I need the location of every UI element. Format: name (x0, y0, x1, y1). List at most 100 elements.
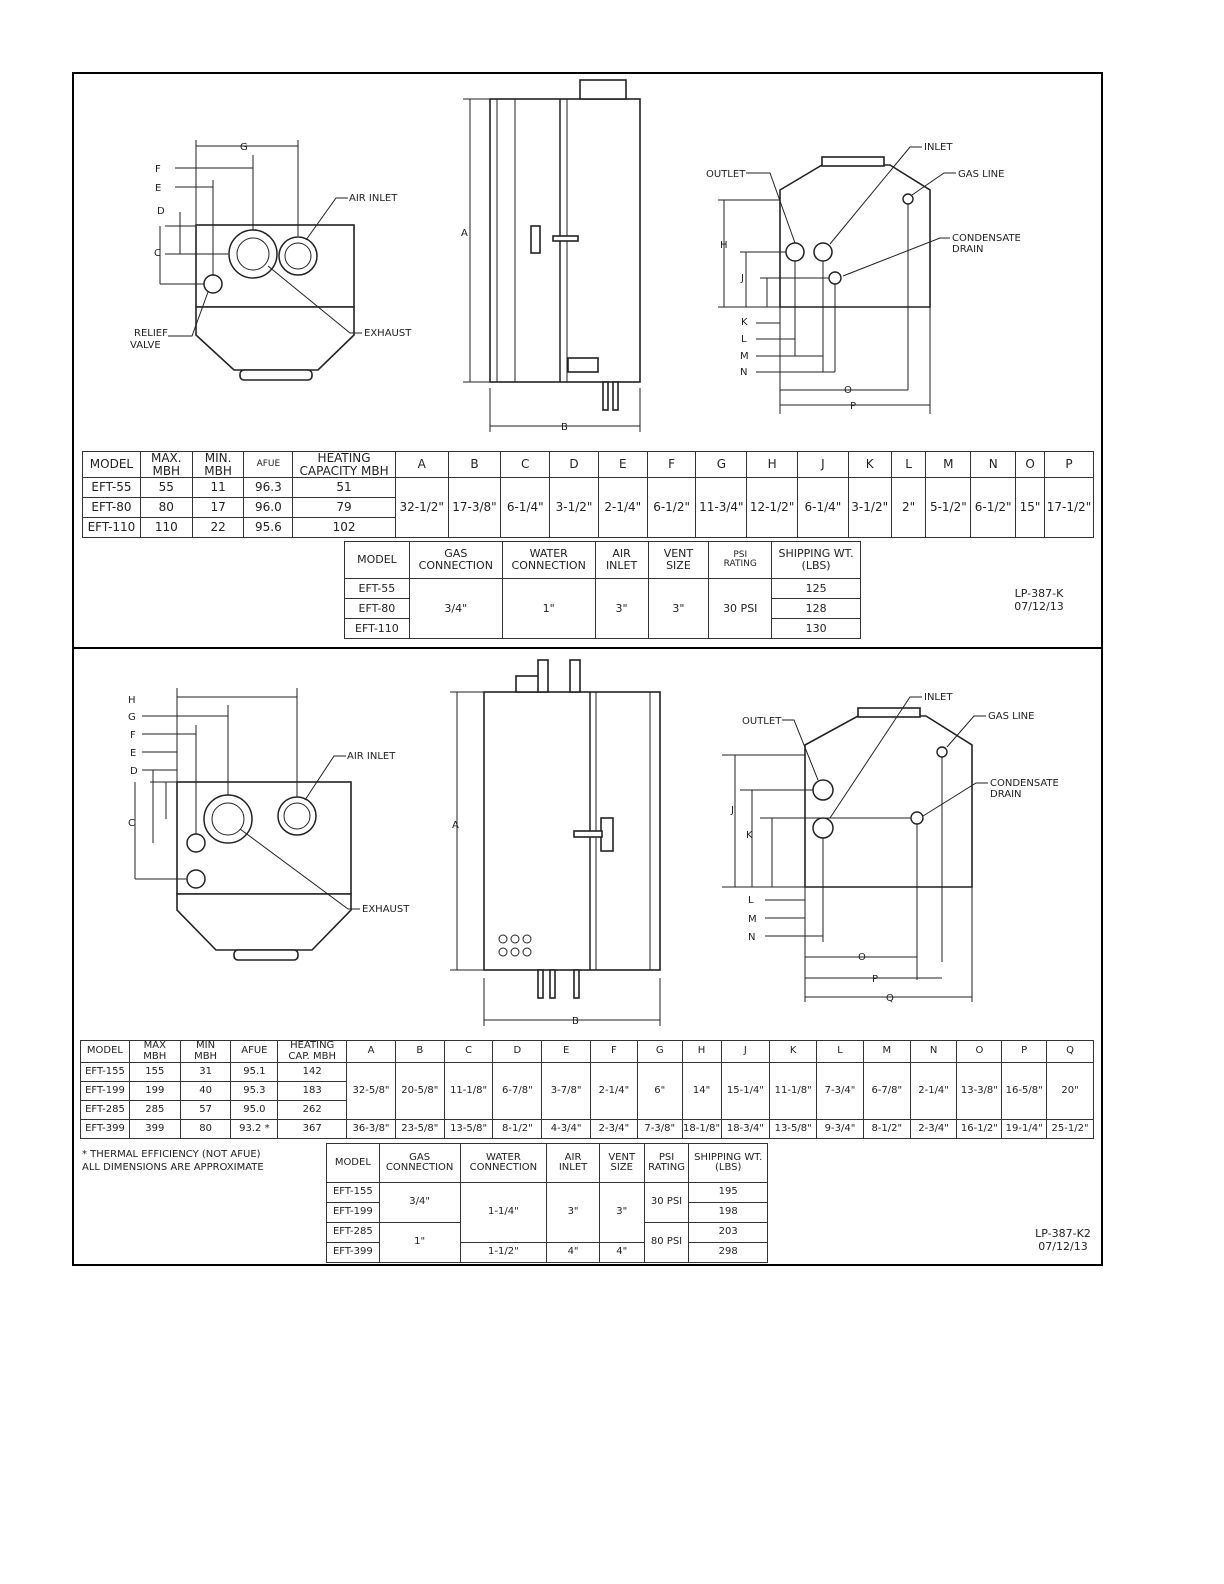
table-header-row: MODEL MAX. MBH MIN. MBH AFUE HEATING CAP… (82, 450, 1094, 479)
table-header: C (500, 450, 551, 479)
table-header: HEATING CAP. MBH (277, 1040, 348, 1063)
table-header: MODEL (80, 1040, 130, 1063)
table-cell: EFT-55 (344, 578, 410, 599)
table-header: L (890, 450, 927, 479)
dim-label-k: K (741, 317, 748, 328)
svg-text:CONDENSATE: CONDENSATE (990, 778, 1059, 789)
table-row: EFT-155 3/4" 1-1/4" 3" 3" 30 PSI 195 (326, 1182, 768, 1243)
table-cell: EFT-155 (326, 1182, 380, 1203)
table-cell: 125 (771, 578, 861, 599)
table-cell: 6-7/8" (862, 1062, 911, 1120)
dim-label-l: L (741, 334, 747, 345)
table-cell: 14" (681, 1062, 722, 1120)
table-cell: EFT-285 (80, 1100, 130, 1120)
table-cell: 11-3/4" (695, 477, 748, 539)
top-front-view: OUTLET INLET GAS LINE CONDENSATE DRAIN H… (706, 142, 1021, 414)
table-cell: EFT-399 (80, 1119, 130, 1139)
label-outlet: OUTLET (706, 169, 746, 180)
bottom-side-view: A B (450, 659, 661, 1027)
table-cell: EFT-199 (326, 1202, 380, 1223)
dim-label-a: A (452, 820, 459, 831)
dim-label-q: Q (886, 993, 894, 1004)
table-header: VENT SIZE (598, 1143, 645, 1183)
spec-sheet-frame (72, 72, 1103, 1266)
table-cell: 17 (191, 497, 245, 519)
table-header: L (816, 1040, 864, 1063)
table-cell: 298 (688, 1242, 768, 1263)
label-air-inlet: AIR INLET (347, 751, 396, 762)
table-cell: 30 PSI (643, 1182, 690, 1223)
table-header: AFUE (243, 450, 294, 479)
table-cell: 11-1/8" (769, 1062, 818, 1120)
table-cell: 95.0 (230, 1100, 279, 1120)
table-header: PSI RATING (708, 541, 773, 579)
table-cell: 51 (292, 477, 396, 499)
dim-label-b: B (572, 1016, 579, 1027)
table-cell: 7-3/8" (636, 1119, 683, 1139)
table-cell: 399 (128, 1119, 181, 1139)
table-header: B (447, 450, 502, 479)
table-cell: 142 (277, 1062, 348, 1082)
table-cell: 13-5/8" (443, 1119, 494, 1139)
table-cell: 3-1/2" (549, 477, 599, 539)
table-cell: 16-5/8" (1001, 1062, 1048, 1120)
table-cell: 2-1/4" (590, 1062, 638, 1120)
table-header: E (541, 1040, 592, 1063)
svg-text:DRAIN: DRAIN (990, 789, 1022, 800)
table-cell: 8-1/2" (862, 1119, 911, 1139)
drawing-code: LP-387-K 07/12/13 (1014, 587, 1064, 613)
table-cell: EFT-285 (326, 1222, 380, 1243)
table-row: EFT-55 3/4" 1" 3" 3" 30 PSI 125 (344, 578, 861, 639)
table-header: PSI RATING (643, 1143, 690, 1183)
svg-text:VALVE: VALVE (130, 340, 161, 351)
dim-label-n: N (748, 932, 755, 943)
dim-label-e: E (155, 183, 161, 194)
dim-label-h: H (128, 695, 136, 706)
drawing-code: LP-387-K2 07/12/13 (1035, 1227, 1091, 1253)
table-cell: 102 (292, 517, 396, 539)
table-cell: EFT-199 (80, 1081, 130, 1101)
svg-text:CONDENSATE: CONDENSATE (952, 233, 1021, 244)
table-cell: 6-1/4" (500, 477, 551, 539)
dim-label-d: D (130, 766, 138, 777)
table-header: AIR INLET (546, 1143, 600, 1183)
dim-label-m: M (748, 914, 757, 925)
dim-label-c: C (154, 248, 161, 259)
dim-label-a: A (461, 228, 468, 239)
table-header: MIN MBH (179, 1040, 232, 1063)
table-cell: 32-1/2" (394, 477, 449, 539)
dim-label-p: P (872, 974, 878, 985)
table-header-row: MODEL MAX MBH MIN MBH AFUE HEATING CAP. … (80, 1040, 1094, 1063)
table-cell: EFT-55 (82, 477, 141, 499)
table-header: D (549, 450, 599, 479)
table-cell: 155 (128, 1062, 181, 1082)
table-cell: 30 PSI (708, 578, 773, 639)
table-cell: 15" (1015, 477, 1046, 539)
table-cell: 95.1 (230, 1062, 279, 1082)
table-cell: 17-3/8" (447, 477, 502, 539)
dim-label-d: D (157, 206, 165, 217)
table-cell: 18-3/4" (720, 1119, 771, 1139)
footnote-approximate: ALL DIMENSIONS ARE APPROXIMATE (82, 1162, 264, 1173)
table-cell: 80 (139, 497, 193, 519)
dim-label-e: E (130, 748, 136, 759)
table-cell: 2" (890, 477, 927, 539)
table-cell: EFT-399 (326, 1242, 380, 1263)
table-header: Q (1046, 1040, 1094, 1063)
table-header: H (746, 450, 799, 479)
svg-text:RELIEF: RELIEF (134, 328, 168, 339)
section-divider (72, 647, 1103, 649)
top-connection-table: MODEL GAS CONNECTION WATER CONNECTION AI… (344, 541, 861, 639)
table-header: H (681, 1040, 722, 1063)
table-cell: 1" (378, 1222, 461, 1263)
table-header: MODEL (82, 450, 141, 479)
table-header: SHIPPING WT. (LBS) (771, 541, 861, 579)
table-cell: 13-5/8" (769, 1119, 818, 1139)
bottom-dimension-table: MODEL MAX MBH MIN MBH AFUE HEATING CAP. … (80, 1040, 1094, 1139)
table-row: EFT-110 130 (344, 618, 861, 639)
table-cell: 13-3/8" (956, 1062, 1003, 1120)
dim-label-m: M (740, 351, 749, 362)
table-header: J (797, 450, 849, 479)
table-cell: 79 (292, 497, 396, 519)
